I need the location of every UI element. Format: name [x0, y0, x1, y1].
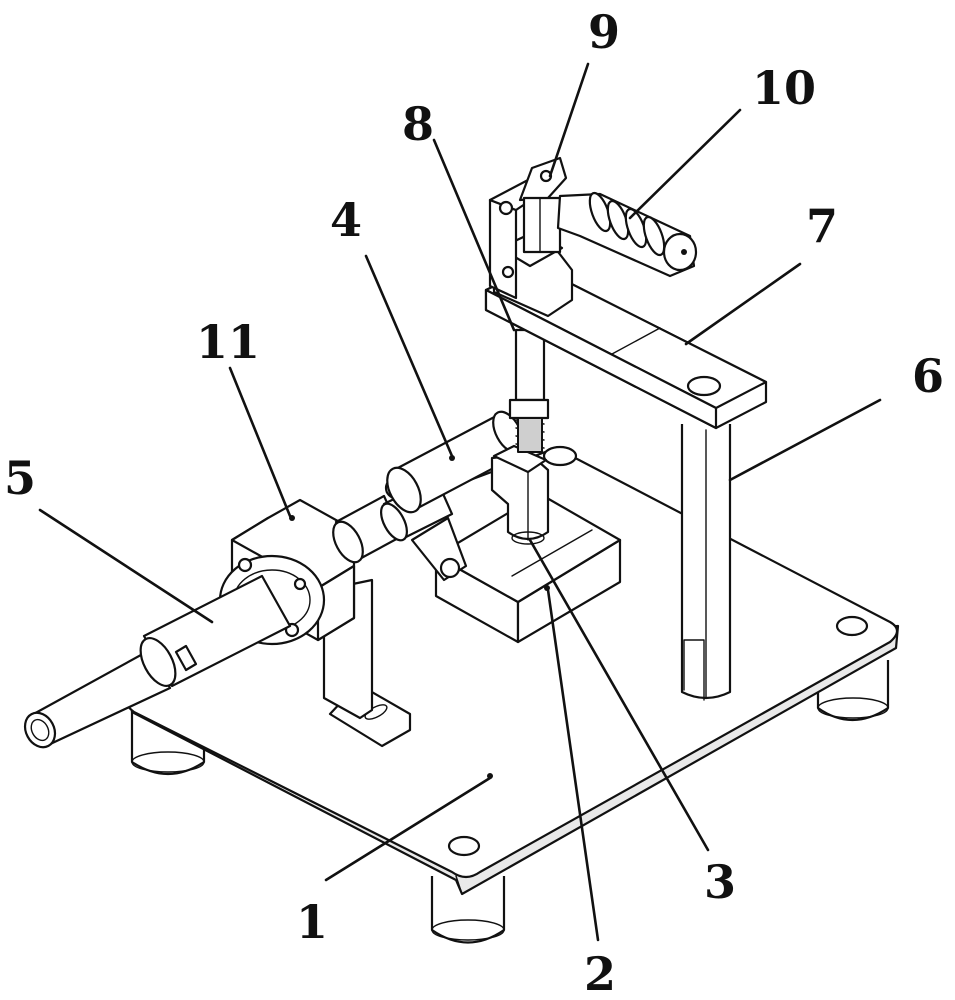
mounting-hole-front — [447, 835, 481, 857]
sensor-cylinder — [386, 410, 524, 514]
vertical-rod — [508, 328, 550, 453]
callout-10: 10 — [752, 61, 816, 115]
leader-9 — [548, 62, 590, 178]
leader-5 — [38, 508, 214, 624]
leader-7 — [684, 262, 802, 346]
leader-1 — [324, 776, 492, 882]
foot-front — [430, 876, 506, 944]
probe-post — [490, 444, 550, 545]
mounting-hole-right — [835, 615, 869, 637]
callout-5: 5 — [4, 451, 36, 505]
callout-9: 9 — [588, 5, 620, 59]
callout-3: 3 — [704, 855, 736, 909]
callout-2: 2 — [584, 947, 616, 1000]
sensor-block — [434, 492, 622, 644]
grip-handle — [556, 191, 698, 278]
callout-6: 6 — [912, 349, 944, 403]
handle-shaft — [23, 574, 292, 749]
callout-4: 4 — [330, 193, 362, 247]
column — [680, 424, 732, 701]
leader-11 — [228, 366, 292, 518]
leader-8 — [432, 138, 516, 332]
leader-4 — [364, 254, 454, 458]
leader-6 — [728, 398, 882, 482]
leader-2 — [546, 588, 600, 942]
callout-7: 7 — [806, 199, 838, 253]
callout-1: 1 — [296, 895, 328, 949]
leader-3 — [528, 538, 710, 852]
callout-8: 8 — [402, 97, 434, 151]
clamp-linkage — [488, 156, 568, 300]
leader-10 — [628, 108, 742, 220]
callout-11: 11 — [196, 315, 260, 369]
plate-hole-rear — [542, 445, 578, 467]
